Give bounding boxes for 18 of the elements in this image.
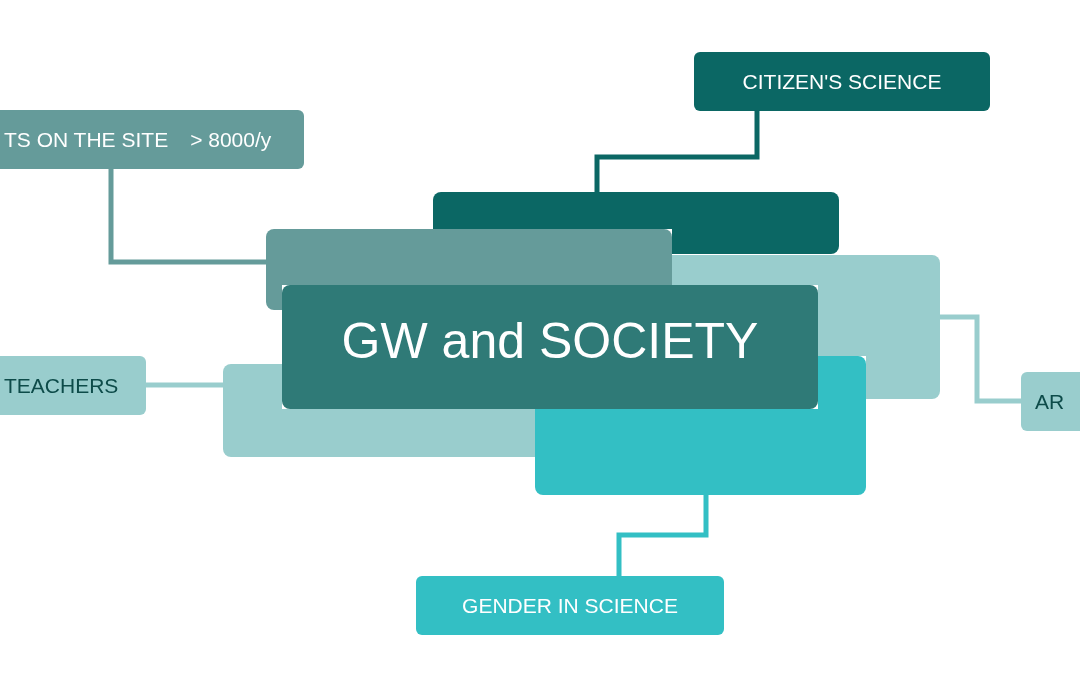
- connector-line: [616, 495, 709, 576]
- topic-box: [416, 576, 724, 635]
- topic-label: > 8000/y: [190, 127, 272, 152]
- central-title: GW and SOCIETY: [341, 313, 759, 369]
- topic-box: [0, 110, 304, 169]
- connector-line: [594, 111, 760, 192]
- topic-box: [694, 52, 990, 111]
- topic-label: TS ON THE SITE: [4, 127, 169, 152]
- topic-label: TEACHERS: [4, 373, 119, 398]
- topic-label: CITIZEN'S SCIENCE: [742, 69, 942, 94]
- connector-line: [108, 169, 266, 265]
- topic-label: AR: [1035, 389, 1065, 414]
- topic-label: GENDER IN SCIENCE: [462, 593, 678, 618]
- topic-box: [1021, 372, 1080, 431]
- connector-line: [940, 314, 1021, 404]
- topic-box: [0, 356, 146, 415]
- connector-line: [146, 382, 223, 388]
- central-topic-box: [282, 285, 818, 409]
